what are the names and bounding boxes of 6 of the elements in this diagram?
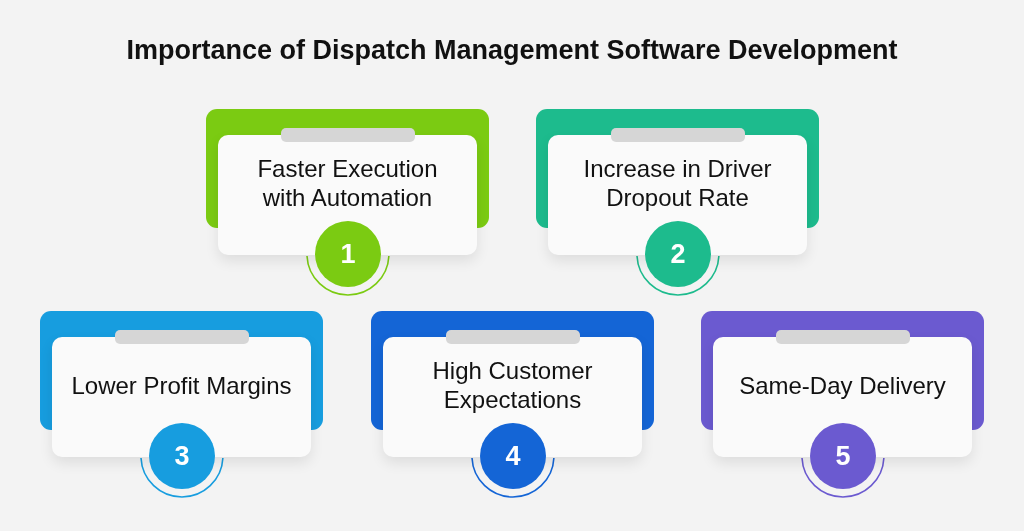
card-title: High Customer Expectations [431,356,594,414]
card-title: Increase in Driver Dropout Rate [582,154,773,212]
card-title: Faster Execution with Automation [256,154,439,212]
diagram-title: Importance of Dispatch Management Software Development [125,34,899,67]
card-title: Same-Day Delivery [739,370,946,400]
card-title: Lower Profit Margins [71,370,292,400]
